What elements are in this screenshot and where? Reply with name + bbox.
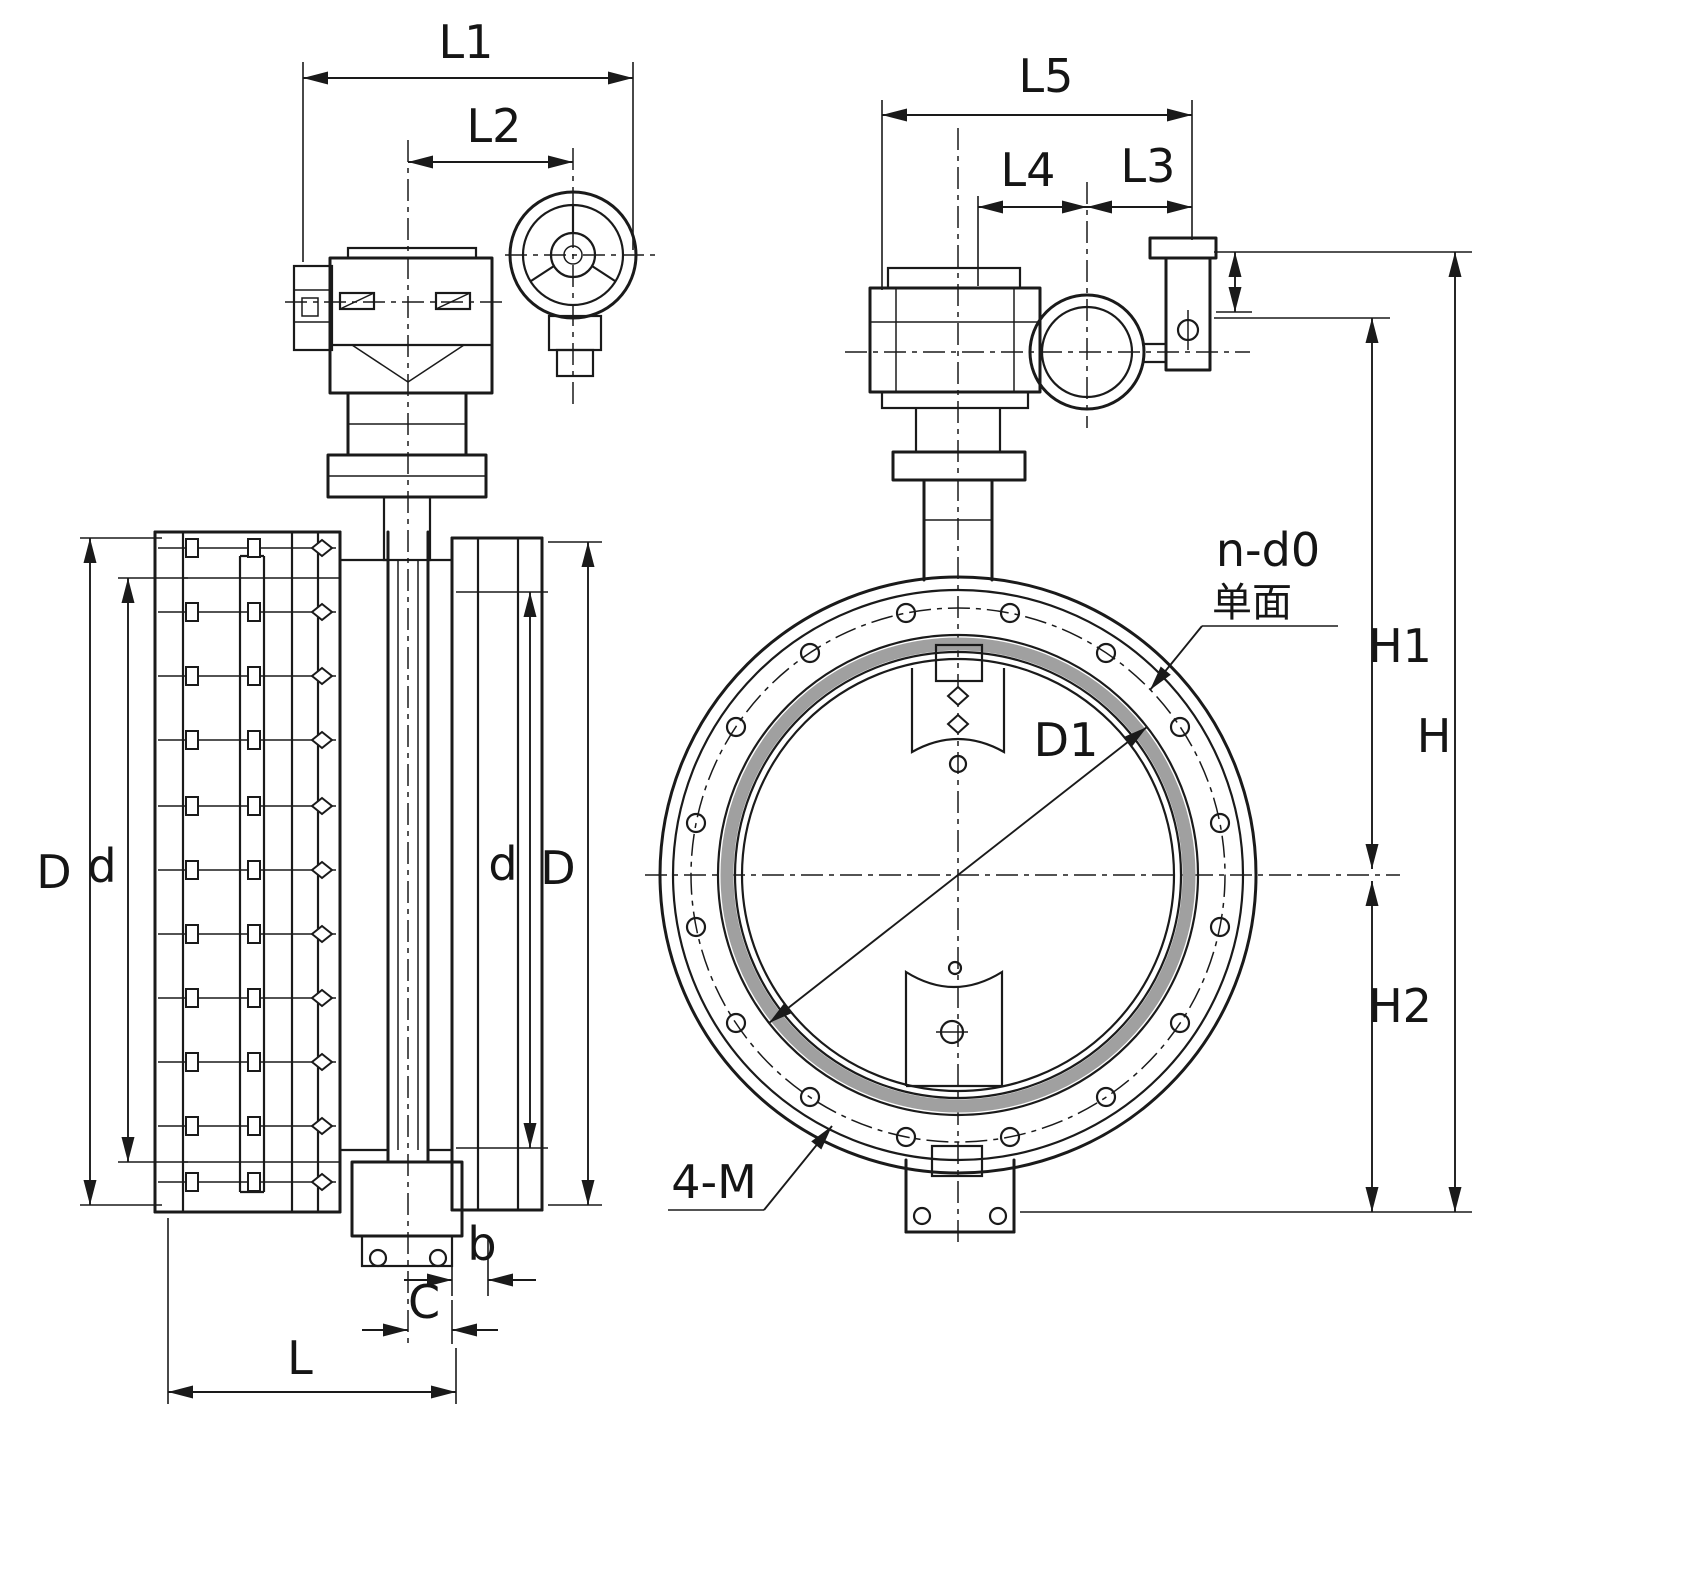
dimension-l5: L5 [881,49,1193,290]
flange-body-front [658,575,1258,1234]
dim-label-D-right: D [540,841,575,895]
dimension-d-right: d [456,591,548,1149]
dim-label-D-left: D [36,845,71,899]
dim-label-l4: L4 [1001,143,1056,197]
dim-label-l1: L1 [439,15,494,69]
dim-label-l2: L2 [467,99,522,153]
dimension-h1: H1 [1214,317,1432,869]
dim-label-h1: H1 [1368,619,1432,673]
gear-actuator [292,246,494,562]
dimension-h: H [1020,251,1472,1213]
dimension-c: C [362,1275,498,1344]
front-view: L5 L4 L3 H [645,49,1472,1245]
bolt-hole-note: n-d0 单面 [1149,523,1338,691]
dim-label-b: b [467,1217,496,1271]
dim-label-h: H [1417,709,1452,763]
handwheel-front [1028,293,1146,411]
flange-bolt-holes [685,602,1231,1148]
dim-label-l5: L5 [1019,49,1074,103]
disc-hub-lower [904,960,1004,1178]
front-view-dimensions: L5 L4 L3 H [668,49,1472,1213]
dimension-D-right: D [540,541,602,1206]
note-label-4-m: 4-M [671,1155,757,1209]
valve-body-section [153,530,544,1268]
flange-stud-bolts [157,538,337,1192]
wall-bracket [1144,236,1218,372]
dim-label-l: L [287,1331,313,1385]
dimension-bracket-height [1216,252,1252,313]
tap-note: 4-M [668,1125,833,1211]
dim-label-d-left: d [87,839,116,893]
dim-label-c: C [408,1275,440,1329]
dimension-l: L [167,1218,457,1404]
handwheel [508,190,638,378]
dimension-b: b [404,1217,536,1296]
actuator-front [868,236,1218,582]
dimension-h2: H2 [1365,881,1432,1212]
dimension-D-left: D [36,537,162,1206]
dimension-l2: L2 [408,99,573,169]
dimension-d1: D1 [768,713,1148,1024]
dimension-d-left: d [87,577,188,1163]
dim-label-h2: H2 [1368,979,1432,1033]
dimension-l1: L1 [302,15,634,262]
dim-label-l3: L3 [1121,139,1176,193]
side-view-dimensions: L1 L2 D d [36,15,634,1404]
dim-label-d1: D1 [1034,713,1099,767]
dimension-l4: L4 [977,143,1087,286]
note-label-single-face: 单面 [1212,580,1292,626]
bottom-bracket [904,1158,1016,1234]
dim-label-d-right: d [488,837,517,891]
dimension-l3: L3 [1087,139,1192,214]
note-label-n-d0: n-d0 [1216,523,1320,577]
side-view: L1 L2 D d [36,15,658,1404]
